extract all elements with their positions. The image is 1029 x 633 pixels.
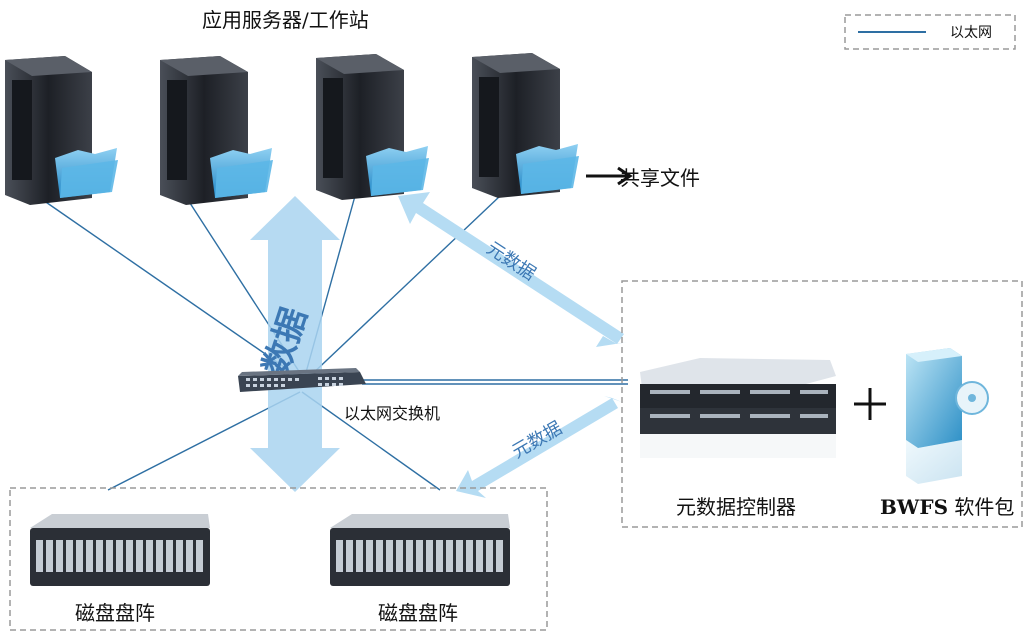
metadata-controller-label: 元数据控制器 [676,495,796,519]
switch-label: 以太网交换机 [344,404,441,423]
switch-icon [238,368,366,392]
disk-array-icon [30,514,210,586]
rack-server-icon [640,358,836,458]
metadata-arrow-bottom: 元数据 [456,396,622,498]
server-3 [316,54,429,200]
metadata-arrow-top: 元数据 [398,192,628,347]
shared-files-label: 共享文件 [620,166,700,190]
plus-icon [854,388,886,420]
folder-icon [366,146,429,196]
disk-array-icon [330,514,510,586]
legend [844,14,1016,50]
folder-icon [55,148,118,198]
shared-files-arrow [586,166,633,186]
link-server-1 [39,197,301,379]
server-2 [160,56,273,205]
server-1 [5,56,118,205]
disk-array-1-label: 磁盘盘阵 [75,601,155,625]
disk-array-2-label: 磁盘盘阵 [378,601,458,625]
legend-label: 以太网 [950,25,992,41]
link-server-4 [307,195,501,379]
server-4 [472,53,579,198]
data-flow-arrow: 数据 [250,196,340,492]
bwfs-suffix: 软件包 [948,495,1015,519]
controller-group-border [621,280,1023,528]
servers-title: 应用服务器/工作站 [202,8,369,32]
metadata-label-bottom: 元数据 [509,418,566,463]
link-disk-2 [301,391,441,491]
software-box-icon [906,348,989,484]
folder-icon [516,144,579,194]
bwfs-name: BWFS [880,495,949,519]
bwfs-package-label: BWFS 软件包 [880,491,1014,520]
folder-icon [210,148,273,198]
